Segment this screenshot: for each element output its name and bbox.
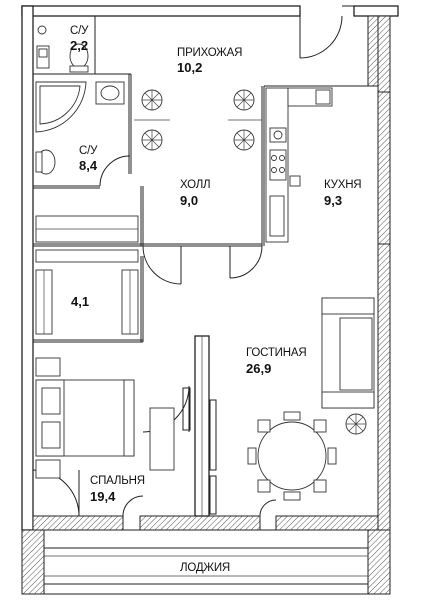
bedroom-area: 19,4 (90, 489, 116, 504)
wardrobe-racks (35, 215, 139, 335)
kitchen-name: КУХНЯ (324, 179, 361, 191)
hall-entry-name: ПРИХОЖАЯ (177, 47, 242, 59)
loggia-name: ЛОДЖИЯ (180, 562, 230, 574)
loggia (21, 529, 391, 595)
interior-walls (32, 15, 378, 517)
bathroom-name: С/У (79, 145, 98, 157)
plant-icon (233, 89, 255, 111)
living-area: 26,9 (246, 361, 271, 376)
kitchen-fixtures (265, 87, 333, 243)
room-labels: С/У 2,2 ПРИХОЖАЯ 10,2 С/У 8,4 ХОЛЛ 9,0 К… (70, 25, 362, 574)
hall-area: 9,0 (180, 193, 198, 208)
living-name: ГОСТИНАЯ (246, 347, 306, 359)
living-furniture (247, 297, 375, 501)
bedroom-furniture (35, 357, 175, 479)
plant-icon (233, 129, 255, 151)
bedroom-name: СПАЛЬНЯ (90, 475, 145, 487)
hall-name: ХОЛЛ (180, 179, 210, 191)
plant-icon (141, 129, 163, 151)
entrance-door (299, 5, 354, 59)
wc-small-name: С/У (70, 25, 89, 37)
wc-small-fixtures (36, 25, 89, 73)
plant-icon (141, 89, 163, 111)
plant-icons (134, 89, 367, 435)
plant-icon (345, 413, 367, 435)
bathroom-area: 8,4 (79, 158, 98, 173)
wc-small-area: 2,2 (70, 38, 88, 53)
kitchen-area: 9,3 (324, 193, 342, 208)
closet-area: 4,1 (71, 294, 89, 309)
hall-entry-area: 10,2 (177, 60, 202, 75)
bathroom-fixtures (35, 81, 125, 175)
